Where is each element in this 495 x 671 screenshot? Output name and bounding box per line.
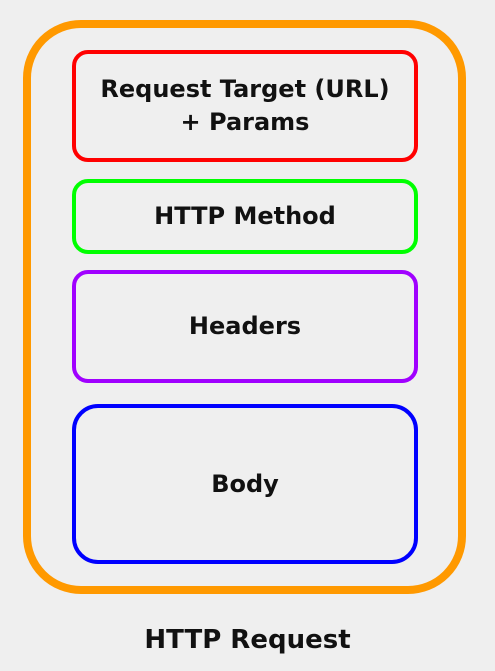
body-label: Body: [211, 469, 279, 498]
body-box: Body: [72, 404, 418, 564]
http-request-container: [23, 20, 466, 594]
request-target-box: Request Target (URL) + Params: [72, 50, 418, 162]
headers-label: Headers: [188, 312, 302, 340]
headers-box: Headers: [72, 270, 418, 383]
diagram-caption: HTTP Request: [144, 625, 351, 655]
http-method-label: HTTP Method: [154, 202, 336, 230]
request-target-label: Request Target (URL) + Params: [100, 75, 390, 136]
http-method-box: HTTP Method: [72, 179, 418, 254]
